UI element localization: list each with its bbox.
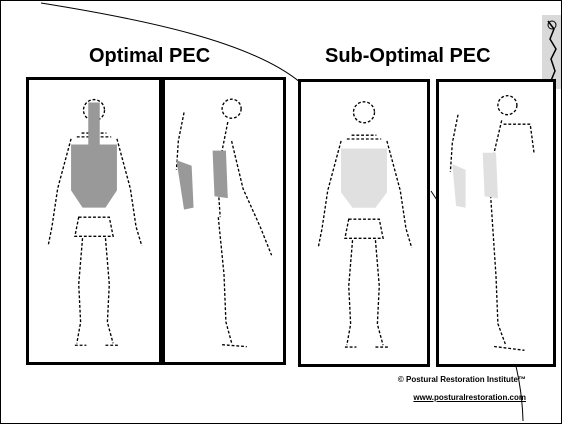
- title-suboptimal-pec: Sub-Optimal PEC: [325, 45, 491, 68]
- suboptimal-torso-shape: [341, 149, 387, 208]
- suboptimal-side-skeleton-panel: [436, 79, 556, 367]
- optimal-front-skeleton-panel: [26, 77, 162, 365]
- copyright-text: © Postural Restoration Institute™: [398, 375, 526, 384]
- suboptimal-side-abdomen-shape: [452, 164, 465, 208]
- title-optimal-pec: Optimal PEC: [89, 45, 210, 68]
- optimal-side-skeleton-image: [165, 80, 283, 362]
- footer-credits: © Postural Restoration Institute™ www.po…: [398, 371, 526, 407]
- optimal-side-skeleton-panel: [162, 77, 286, 365]
- corner-thumbnail-image: [542, 15, 562, 89]
- optimal-side-abdomen-shape: [176, 160, 193, 209]
- website-link[interactable]: www.posturalrestoration.com: [398, 389, 526, 407]
- suboptimal-front-skeleton-panel: [298, 79, 430, 367]
- optimal-front-skeleton-image: [29, 80, 159, 362]
- suboptimal-front-skeleton-image: [301, 82, 427, 364]
- optimal-torso-shape: [71, 145, 117, 208]
- suboptimal-side-skeleton-image: [439, 82, 553, 364]
